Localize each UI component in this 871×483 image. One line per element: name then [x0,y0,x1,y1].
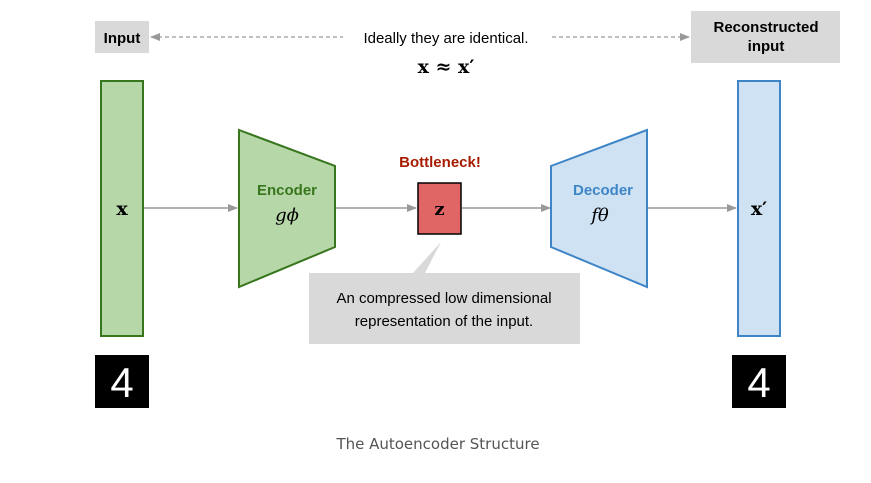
latent-symbol: z [434,199,444,220]
output-digit: 4 [747,359,770,406]
reconstructed-label-box: Reconstructed input [691,11,840,63]
identity-formula: x ≈ x′ [418,56,475,78]
identity-note: Ideally they are identical. [363,30,528,47]
latent-code-box [417,182,462,235]
input-vector [100,80,144,337]
decoder-block [550,128,648,289]
callout-line1: An compressed low dimensional [336,290,551,307]
decoder-label: Decoder [573,182,633,199]
input-digit: 4 [110,359,133,406]
encoder-function: gϕ [275,205,299,226]
encoder-label: Encoder [257,182,317,199]
bottleneck-label: Bottleneck! [399,154,481,171]
encoder-block [238,128,336,289]
reconstructed-label-line1: Reconstructed [713,19,818,36]
output-digit-image: 4 [732,355,786,408]
input-symbol: x [116,198,128,220]
figure-caption: The Autoencoder Structure [335,435,539,453]
input-label: Input [104,30,141,47]
output-symbol: x′ [751,198,767,220]
input-digit-image: 4 [95,355,149,408]
callout-line2: representation of the input. [355,313,533,330]
input-label-box: Input [95,21,149,53]
reconstructed-label-line2: input [748,38,785,55]
callout-box [309,242,580,344]
decoder-function: fθ [589,205,609,226]
output-vector [737,80,781,337]
